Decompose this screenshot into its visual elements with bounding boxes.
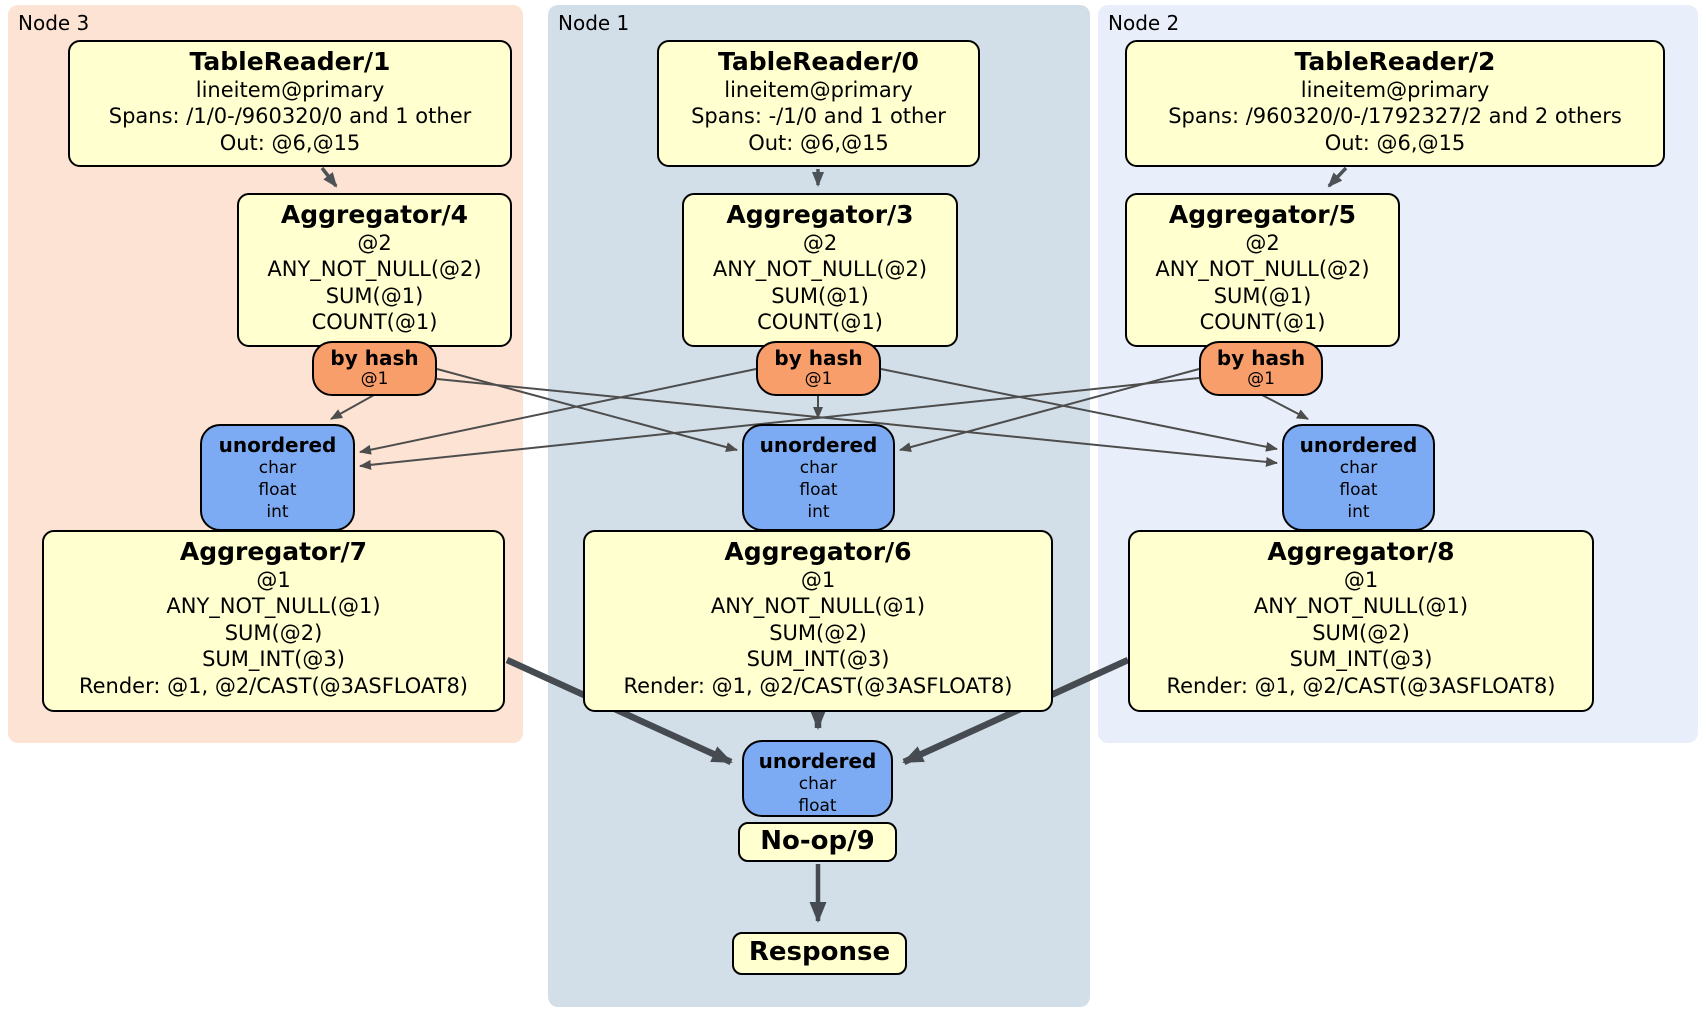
processor-detail: SUM_INT(@3) (746, 647, 890, 672)
processor-title: Aggregator/6 (724, 537, 912, 566)
processor-detail: COUNT(@1) (757, 310, 883, 335)
processor-out: Out: @6,@15 (1324, 130, 1466, 155)
sync-unordered-node1: unordered char float int (742, 424, 895, 531)
sync-column: float (258, 479, 297, 500)
processor-tablereader-2: TableReader/2 lineitem@primary Spans: /9… (1125, 40, 1665, 167)
sync-column: int (266, 501, 289, 522)
processor-title: Aggregator/3 (726, 200, 914, 229)
processor-aggregator-4: Aggregator/4 @2 ANY_NOT_NULL(@2) SUM(@1)… (237, 193, 512, 347)
processor-detail: ANY_NOT_NULL(@1) (1253, 594, 1469, 619)
processor-out: Out: @6,@15 (219, 130, 361, 155)
processor-detail: ANY_NOT_NULL(@1) (710, 594, 926, 619)
processor-detail: @2 (1245, 230, 1280, 255)
processor-detail: ANY_NOT_NULL(@2) (267, 257, 482, 282)
processor-title: TableReader/1 (189, 47, 391, 76)
processor-detail: COUNT(@1) (311, 310, 438, 335)
processor-render: Render: @1, @2/CAST(@3ASFLOAT8) (1166, 674, 1556, 699)
processor-index: lineitem@primary (1300, 77, 1490, 102)
processor-detail: SUM(@2) (224, 620, 323, 645)
sync-column: char (798, 774, 837, 794)
router-by-hash-node2: by hash @1 (1199, 341, 1323, 396)
router-column: @1 (1247, 369, 1275, 389)
processor-detail: @1 (1343, 567, 1379, 592)
sync-unordered-node2: unordered char float int (1282, 424, 1435, 531)
processor-aggregator-5: Aggregator/5 @2 ANY_NOT_NULL(@2) SUM(@1)… (1125, 193, 1400, 347)
processor-detail: @1 (256, 567, 291, 592)
sync-unordered-final: unordered char float (742, 740, 893, 817)
sync-title: unordered (1299, 433, 1418, 457)
processor-detail: SUM(@1) (325, 283, 424, 308)
processor-aggregator-7: Aggregator/7 @1 ANY_NOT_NULL(@1) SUM(@2)… (42, 530, 505, 712)
sync-column: float (798, 795, 837, 816)
processor-title: TableReader/2 (1294, 47, 1496, 76)
processor-spans: Spans: /1/0-/960320/0 and 1 other (108, 104, 472, 129)
processor-detail: ANY_NOT_NULL(@2) (1155, 257, 1370, 282)
sync-title: unordered (218, 433, 337, 457)
router-title: by hash (774, 346, 863, 370)
router-title: by hash (1216, 346, 1306, 370)
processor-aggregator-8: Aggregator/8 @1 ANY_NOT_NULL(@1) SUM(@2)… (1128, 530, 1594, 712)
sync-column: float (799, 479, 838, 500)
processor-detail: SUM(@2) (769, 620, 867, 645)
processor-spans: Spans: -/1/0 and 1 other (691, 104, 946, 129)
processor-detail: SUM(@1) (1213, 283, 1312, 308)
processor-detail: COUNT(@1) (1199, 310, 1326, 335)
sync-title: unordered (758, 749, 877, 773)
processor-detail: SUM(@2) (1312, 620, 1410, 645)
sync-column: char (1339, 458, 1378, 478)
processor-index: lineitem@primary (195, 77, 385, 102)
processor-aggregator-3: Aggregator/3 @2 ANY_NOT_NULL(@2) SUM(@1)… (682, 193, 958, 347)
processor-detail: SUM(@1) (771, 283, 869, 308)
sync-column: char (799, 458, 838, 478)
router-column: @1 (360, 369, 389, 389)
processor-tablereader-1: TableReader/1 lineitem@primary Spans: /1… (68, 40, 512, 167)
response-node: Response (732, 932, 907, 975)
processor-title: TableReader/0 (718, 47, 919, 76)
processor-detail: ANY_NOT_NULL(@2) (712, 257, 928, 282)
sync-column: float (1339, 479, 1378, 500)
processor-tablereader-0: TableReader/0 lineitem@primary Spans: -/… (657, 40, 980, 167)
sync-column: int (807, 501, 830, 522)
sync-title: unordered (759, 433, 878, 457)
panel-node1-label: Node 1 (558, 11, 630, 35)
processor-detail: ANY_NOT_NULL(@1) (166, 594, 381, 619)
processor-title: Aggregator/7 (179, 537, 368, 566)
sync-unordered-node3: unordered char float int (200, 424, 355, 531)
router-by-hash-node3: by hash @1 (312, 341, 437, 396)
processor-out: Out: @6,@15 (748, 130, 889, 155)
processor-render: Render: @1, @2/CAST(@3ASFLOAT8) (623, 674, 1013, 699)
panel-node3-label: Node 3 (18, 11, 90, 35)
processor-render: Render: @1, @2/CAST(@3ASFLOAT8) (78, 674, 469, 699)
processor-detail: @2 (802, 230, 838, 255)
processor-title: Aggregator/4 (280, 200, 469, 229)
router-column: @1 (804, 369, 833, 389)
processor-title: No-op/9 (760, 826, 875, 856)
sync-column: char (258, 458, 297, 478)
processor-detail: @2 (357, 230, 392, 255)
processor-noop-9: No-op/9 (738, 822, 897, 862)
panel-node2-label: Node 2 (1108, 11, 1180, 35)
processor-detail: SUM_INT(@3) (1289, 647, 1433, 672)
processor-index: lineitem@primary (724, 77, 913, 102)
sync-column: int (1347, 501, 1370, 522)
router-title: by hash (330, 346, 419, 370)
processor-detail: SUM_INT(@3) (202, 647, 345, 672)
processor-title: Aggregator/8 (1267, 537, 1455, 566)
router-by-hash-node1: by hash @1 (756, 341, 881, 396)
processor-detail: @1 (800, 567, 836, 592)
processor-title: Aggregator/5 (1168, 200, 1357, 229)
processor-aggregator-6: Aggregator/6 @1 ANY_NOT_NULL(@1) SUM(@2)… (583, 530, 1053, 712)
processor-spans: Spans: /960320/0-/1792327/2 and 2 others (1168, 104, 1622, 129)
response-title: Response (748, 937, 891, 967)
